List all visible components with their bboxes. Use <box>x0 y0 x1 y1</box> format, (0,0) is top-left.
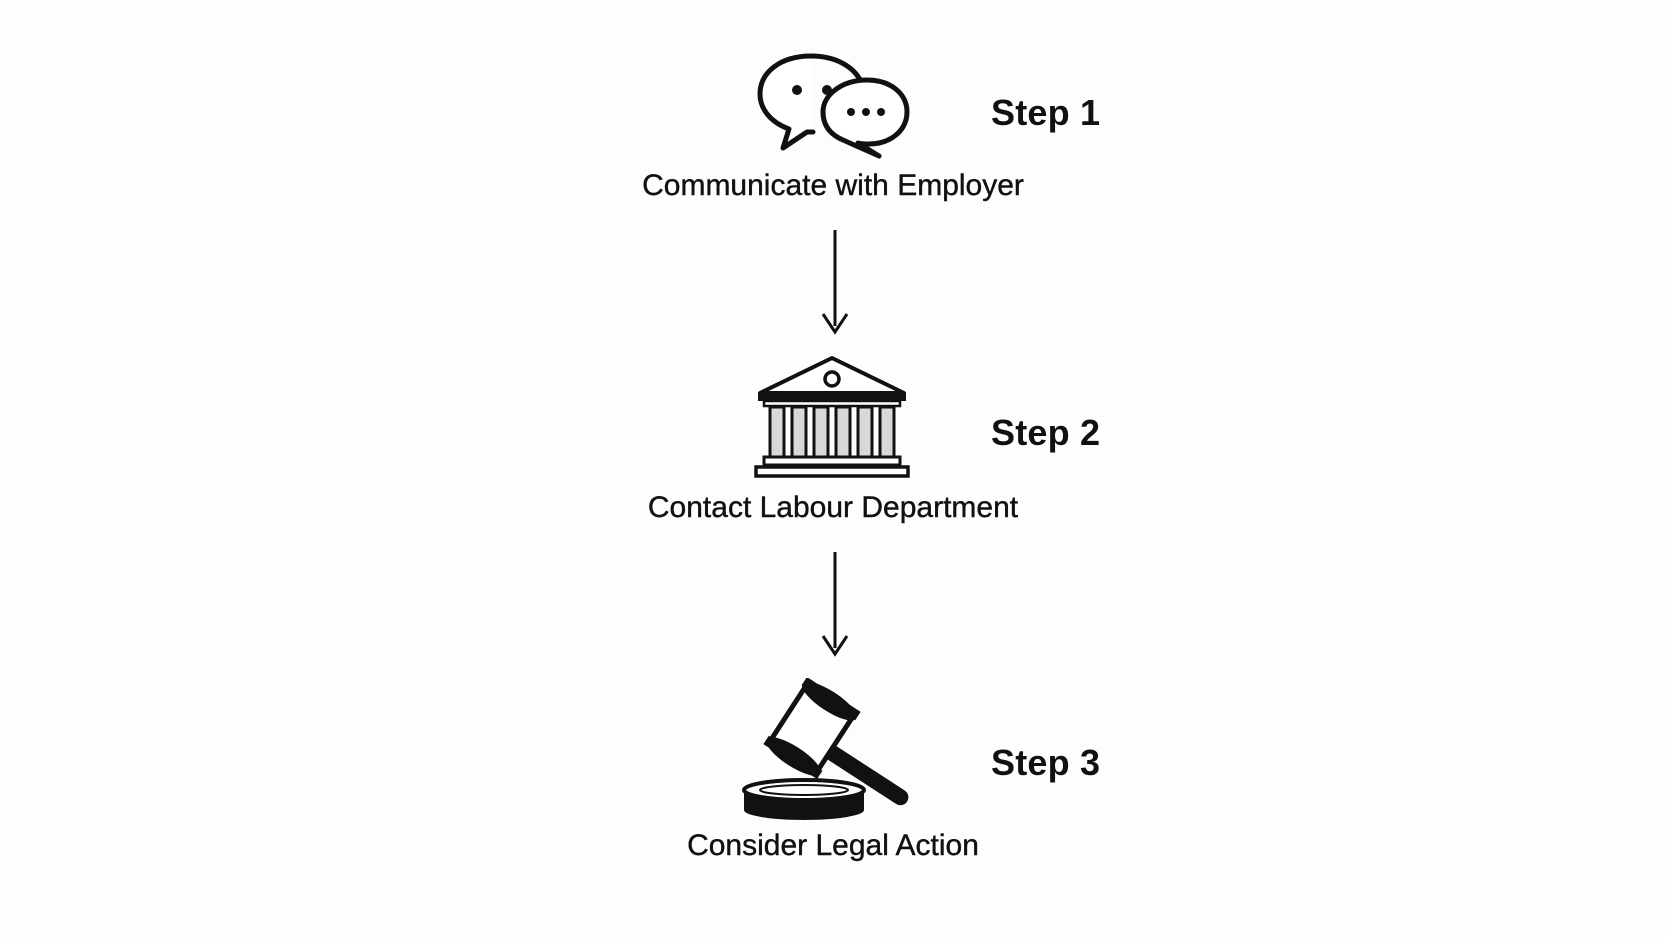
arrow-down-icon <box>821 230 849 335</box>
step-2-caption: Contact Labour Department <box>647 491 1019 524</box>
gavel-icon <box>742 678 909 820</box>
step-1-caption: Communicate with Employer <box>642 169 1024 202</box>
step-3-label: Step 3 <box>991 742 1101 783</box>
step-1-label: Step 1 <box>991 92 1101 133</box>
chat-bubbles-icon <box>757 53 910 159</box>
arrow-down-icon <box>821 552 849 657</box>
step-3-caption: Consider Legal Action <box>687 829 979 862</box>
government-building-icon <box>754 356 910 478</box>
step-2-label: Step 2 <box>991 412 1101 453</box>
